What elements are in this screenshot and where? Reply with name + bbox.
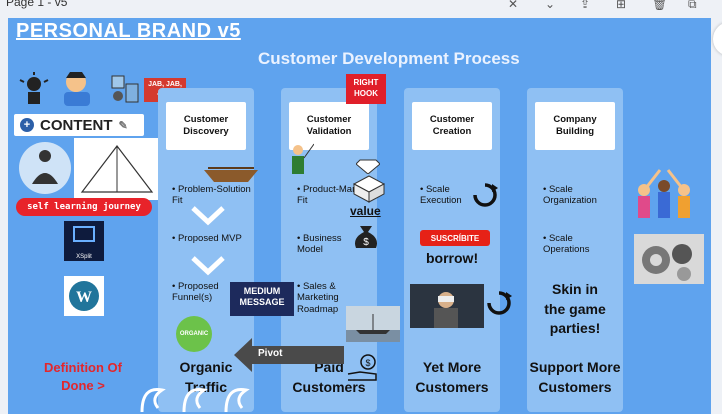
diamond-icon	[356, 159, 380, 174]
middle-line-1: Skin in	[552, 281, 598, 297]
borrow-label: borrow!	[426, 250, 479, 266]
footer-line-1: Organic	[179, 359, 233, 375]
waves-decoration	[140, 387, 250, 413]
duplicate-icon[interactable]: ⧉	[688, 0, 697, 11]
organic-badge: ORGANIC	[176, 316, 212, 352]
footer-line-2: Customers	[538, 378, 612, 395]
wordpress-icon: W	[69, 281, 99, 311]
footer-line-1: Support More	[529, 359, 621, 375]
column-header: Company Building	[535, 102, 615, 150]
page-label: Page 1 - v5	[6, 0, 68, 9]
side-scroll-handle[interactable]	[713, 22, 722, 56]
self-learning-badge: self learning journey	[16, 198, 152, 216]
editor-topbar: Page 1 - v5 ✕ ⌄ ⇪ ⊞ 🗑 ⧉	[0, 0, 722, 18]
bullet-item: • Sales & Marketing Roadmap	[297, 281, 339, 315]
box-icon	[352, 175, 386, 203]
pivot-label: Pivot	[258, 348, 283, 359]
definition-of-done: Definition Of Done >	[24, 359, 142, 395]
column-header: Customer Discovery	[166, 102, 246, 150]
bullet-item: • Business Model	[297, 233, 342, 256]
right-hook-badge: RIGHT HOOK	[346, 74, 386, 104]
column-footer: Yet More Customers	[406, 358, 498, 397]
value-label: value	[350, 204, 381, 218]
svg-text:$: $	[363, 237, 369, 248]
upload-icon[interactable]: ⇪	[580, 0, 591, 11]
chevron-down-icon[interactable]: ⌄	[545, 0, 556, 11]
thinking-person-icon	[64, 72, 90, 106]
column-header: Customer Validation	[289, 102, 369, 150]
xsplit-label: XSplit	[76, 254, 92, 260]
definition-line-2: Done >	[61, 378, 105, 394]
footer-line-2: Customers	[415, 378, 489, 395]
column-header: Customer Creation	[412, 102, 492, 150]
wordpress-logo: W	[64, 276, 104, 316]
pivot-arrow	[234, 338, 344, 372]
bullet-item: • Problem-Solution Fit	[172, 184, 251, 207]
bullet-item: • Proposed MVP	[172, 233, 242, 244]
bullet-item: • Scale Execution	[420, 184, 462, 207]
bullet-item: • Product-Market Fit	[297, 184, 368, 207]
add-page-icon[interactable]: ⊞	[616, 0, 627, 11]
svg-text:W: W	[76, 289, 92, 306]
monitor-icon	[73, 226, 95, 242]
slide-canvas[interactable]: PERSONAL BRAND v5 Customer Development P…	[8, 18, 711, 414]
chevron-down-icon	[191, 206, 225, 226]
delete-icon[interactable]: 🗑	[652, 0, 668, 11]
team-high-five-icon	[638, 169, 690, 218]
medium-message-banner: MEDIUM MESSAGE	[230, 282, 294, 316]
middle-line-2: the game	[544, 300, 606, 317]
bullet-item: • Scale Organization	[543, 184, 597, 207]
ship-photo	[346, 306, 400, 342]
slide-subtitle: Customer Development Process	[258, 49, 520, 68]
fishing-person-icon	[292, 143, 314, 174]
lightbulb-person-icon	[19, 72, 49, 104]
subscribe-button: SUSCRÍBITE	[420, 230, 490, 246]
money-hand-icon: $	[347, 354, 377, 381]
column-customer-creation: Customer Creation • Scale Execution Yet …	[404, 88, 500, 412]
chevron-down-icon	[191, 256, 225, 276]
content-label-box: + CONTENT ✎	[14, 114, 144, 136]
column-customer-discovery: Customer Discovery • Problem-Solution Fi…	[158, 88, 254, 412]
definition-line-1: Definition Of	[44, 360, 122, 375]
column-footer: Support More Customers	[527, 358, 623, 397]
vr-headset-photo	[410, 284, 484, 328]
column-company-building: Company Building • Scale Organization • …	[527, 88, 623, 412]
footer-line-2: Customers	[292, 378, 366, 395]
content-label: CONTENT	[40, 116, 113, 134]
robot-gears-icon	[111, 75, 139, 103]
svg-text:$: $	[365, 358, 370, 368]
slide-title: PERSONAL BRAND v5	[16, 20, 241, 42]
gears-photo	[634, 234, 704, 284]
recycle-arrows-icon	[473, 183, 498, 207]
middle-line-3: parties!	[549, 320, 601, 337]
edit-icon: ✎	[118, 119, 128, 132]
skin-in-the-game: Skin in the game parties!	[529, 280, 621, 339]
meditating-person-icon	[19, 142, 71, 194]
footer-line-1: Yet More	[422, 359, 482, 375]
plus-circle-icon: +	[20, 118, 34, 132]
triangle-diagram	[74, 138, 160, 200]
xsplit-logo: XSplit	[64, 221, 104, 261]
hide-icon[interactable]: ✕	[508, 0, 519, 11]
money-bag-icon: $	[355, 226, 377, 248]
subscribe-label: SUSCRÍBITE	[430, 233, 480, 243]
boat-icon	[204, 167, 258, 182]
refresh-arrows-icon	[487, 291, 512, 315]
bullet-item: • Scale Operations	[543, 233, 590, 256]
bullet-item: • Proposed Funnel(s)	[172, 281, 219, 304]
